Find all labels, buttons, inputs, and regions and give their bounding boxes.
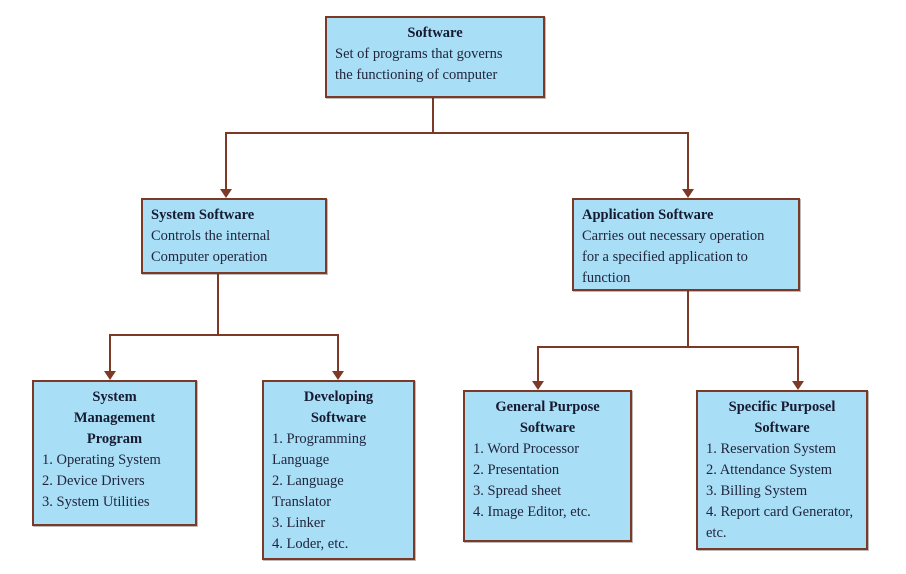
list-item: 4. Image Editor, etc.: [473, 504, 591, 520]
arrowhead-general-purpose: [532, 381, 544, 390]
list-item: 3. Linker: [272, 515, 326, 531]
list-item: 1. Word Processor: [473, 441, 580, 457]
list-item: 2. Attendance System: [706, 462, 833, 478]
connector-level1-bar: [225, 132, 689, 134]
node-software-description: Set of programs that governs the functio…: [335, 46, 503, 83]
list-item: 3. Spread sheet: [473, 483, 562, 499]
node-system-software-title: System Software: [151, 207, 255, 223]
arrowhead-developing-software: [332, 371, 344, 380]
specific-purpose-list: 1. Reservation System 2. Attendance Syst…: [706, 439, 858, 544]
node-system-software-description: Controls the internal Computer operation: [151, 228, 271, 265]
node-system-management-program: System Management Program 1. Operating S…: [32, 380, 197, 526]
node-software: Software Set of programs that governs th…: [325, 16, 545, 98]
node-application-software: Application Software Carries out necessa…: [572, 198, 800, 291]
node-developing-software-title: Developing Software: [303, 389, 374, 426]
connector-drop-developing-software: [337, 334, 339, 373]
connector-drop-application-software: [687, 132, 689, 190]
node-application-software-title: Application Software: [582, 207, 714, 223]
node-specific-purpose-software: Specific Purposel Software 1. Reservatio…: [696, 390, 868, 550]
list-item: 1. Programming Language: [272, 431, 367, 468]
node-developing-software: Developing Software 1. Programming Langu…: [262, 380, 415, 560]
list-item: 4. Loder, etc.: [272, 536, 349, 552]
general-purpose-list: 1. Word Processor 2. Presentation 3. Spr…: [473, 439, 622, 523]
connector-system-software-stem: [217, 240, 219, 336]
node-system-management-title: System Management Program: [73, 389, 156, 447]
node-general-purpose-software: General Purpose Software 1. Word Process…: [463, 390, 632, 542]
connector-drop-system-software: [225, 132, 227, 190]
list-item: 3. Billing System: [706, 483, 808, 499]
list-item: 3. System Utilities: [42, 494, 150, 510]
list-item: 2. Language Translator: [272, 473, 344, 510]
arrowhead-system-management: [104, 371, 116, 380]
node-specific-purpose-title: Specific Purposel Software: [728, 399, 836, 436]
list-item: 2. Device Drivers: [42, 473, 145, 489]
connector-level2-right-bar: [537, 346, 799, 348]
node-application-software-description: Carries out necessary operation for a sp…: [582, 228, 765, 286]
list-item: 1. Reservation System: [706, 441, 837, 457]
connector-drop-system-management: [109, 334, 111, 373]
node-system-software: System Software Controls the internal Co…: [141, 198, 327, 274]
connector-drop-specific-purpose: [797, 346, 799, 383]
connector-drop-general-purpose: [537, 346, 539, 383]
node-general-purpose-title: General Purpose Software: [495, 399, 600, 436]
arrowhead-system-software: [220, 189, 232, 198]
arrowhead-application-software: [682, 189, 694, 198]
developing-software-list: 1. Programming Language 2. Language Tran…: [272, 429, 405, 555]
list-item: 2. Presentation: [473, 462, 560, 478]
node-software-title: Software: [407, 25, 463, 41]
list-item: 1. Operating System: [42, 452, 161, 468]
connector-application-software-stem: [687, 250, 689, 348]
list-item: 4. Report card Generator, etc.: [706, 504, 854, 541]
system-management-list: 1. Operating System 2. Device Drivers 3.…: [42, 450, 187, 513]
connector-level2-left-bar: [109, 334, 339, 336]
arrowhead-specific-purpose: [792, 381, 804, 390]
